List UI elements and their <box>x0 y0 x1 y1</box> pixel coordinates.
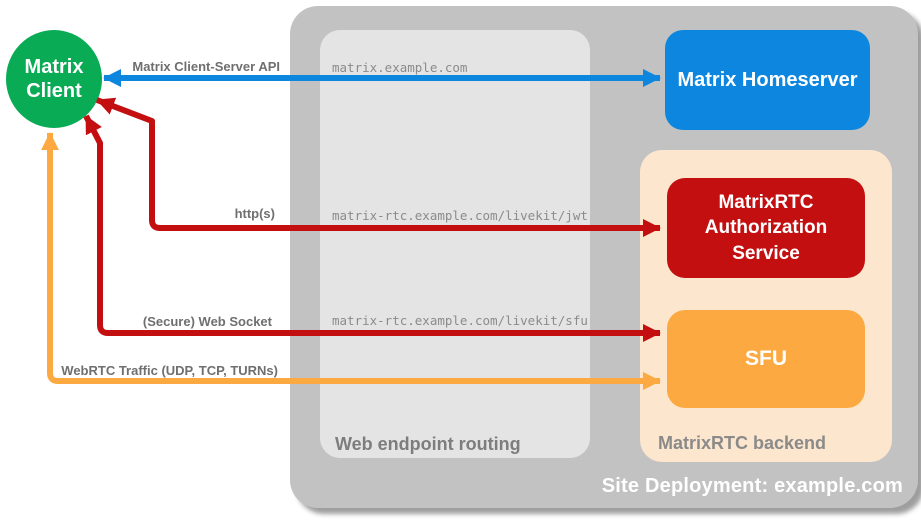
sfu-node: SFU <box>667 310 865 408</box>
matrix-client-label-line1: Matrix <box>24 56 84 78</box>
matrixrtc-authorization-service-label: MatrixRTC Authorization Service <box>704 192 828 264</box>
matrix-client-label-line2: Client <box>26 80 82 102</box>
websocket-label: (Secure) Web Socket <box>142 314 272 329</box>
client-server-api-label: Matrix Client-Server API <box>132 59 280 74</box>
endpoint-livekit-jwt: matrix-rtc.example.com/livekit/jwt <box>332 208 588 223</box>
matrixrtc-authorization-service-node: MatrixRTC Authorization Service <box>667 178 865 278</box>
web-endpoint-routing-box <box>320 30 590 458</box>
site-deployment-label: Site Deployment: example.com <box>601 475 903 497</box>
matrix-homeserver-node: Matrix Homeserver <box>665 30 870 130</box>
endpoint-matrix-example-com: matrix.example.com <box>332 60 468 75</box>
https-label: http(s) <box>234 206 275 221</box>
matrix-homeserver-label: Matrix Homeserver <box>677 68 858 91</box>
webrtc-traffic-label: WebRTC Traffic (UDP, TCP, TURNs) <box>61 363 278 378</box>
web-endpoint-routing-label: Web endpoint routing <box>335 434 521 454</box>
endpoint-livekit-sfu: matrix-rtc.example.com/livekit/sfu <box>332 313 588 328</box>
matrixrtc-backend-label: MatrixRTC backend <box>658 433 827 453</box>
matrix-client-node: Matrix Client <box>6 30 102 128</box>
sfu-label: SFU <box>745 347 787 370</box>
